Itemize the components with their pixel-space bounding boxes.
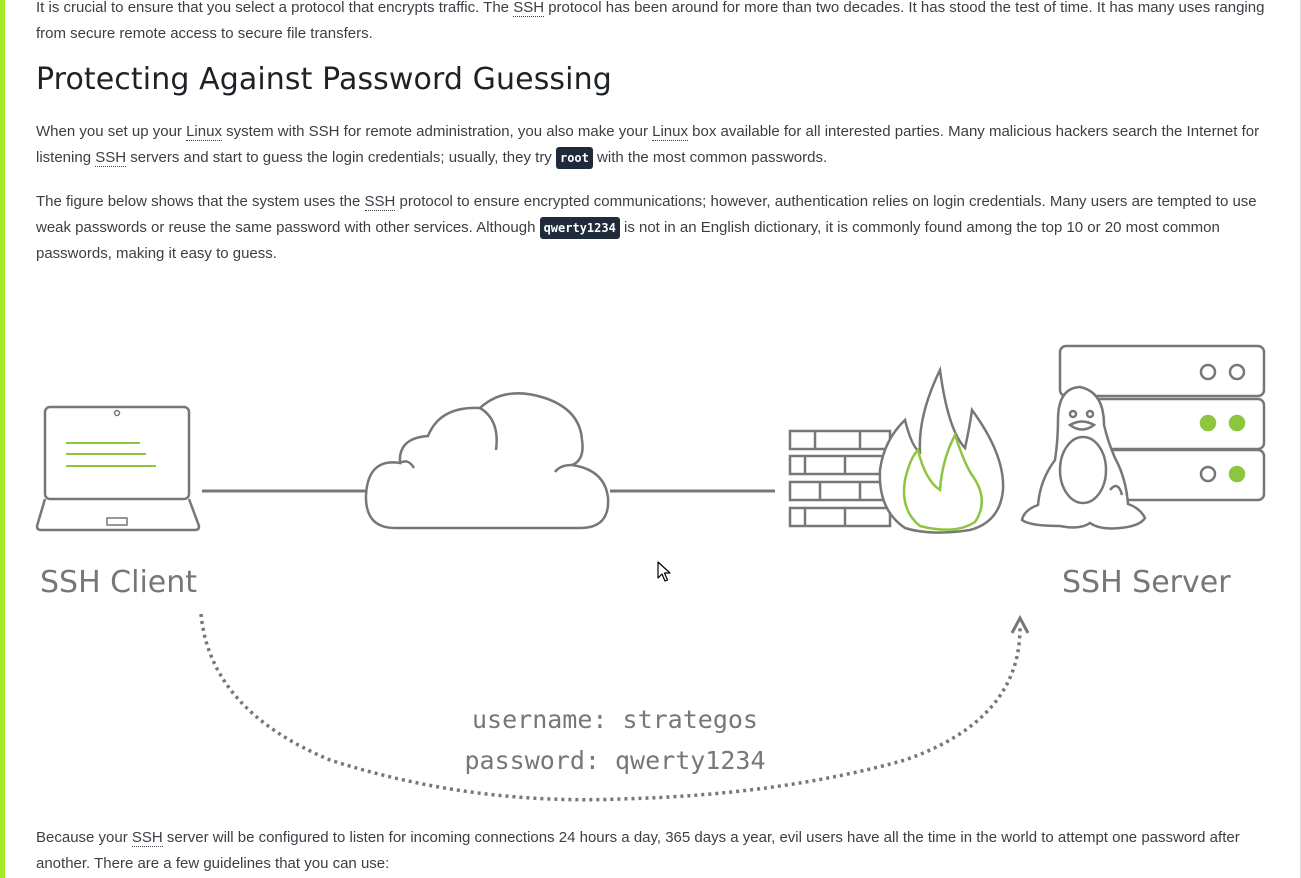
cursor-icon <box>657 561 671 582</box>
cloud-icon <box>364 392 610 530</box>
credential-username: username: strategos <box>472 705 758 734</box>
linux-abbr[interactable]: Linux <box>652 123 688 141</box>
credential-arc <box>199 613 1022 802</box>
ssh-abbr[interactable]: SSH <box>95 149 127 167</box>
ssh-abbr[interactable]: SSH <box>364 193 396 211</box>
intro-paragraph: It is crucial to ensure that you select … <box>36 0 1265 42</box>
firewall-icon <box>788 429 892 528</box>
section-heading: Protecting Against Password Guessing <box>36 62 612 97</box>
server-rack-icon <box>1058 344 1266 502</box>
ssh-abbr[interactable]: SSH <box>131 829 163 847</box>
paragraph-guidelines: Because your SSH server will be configur… <box>36 829 1240 872</box>
figure-svg: SSH Client SSH Server username: stratego… <box>35 344 1266 802</box>
flame-icon <box>878 365 1005 534</box>
paragraph-password-guessing: When you set up your Linux system with S… <box>36 119 1266 171</box>
ssh-password-figure: SSH Client SSH Server username: stratego… <box>0 330 1301 810</box>
arrow-head-icon <box>1010 614 1030 634</box>
ssh-server-label: SSH Server <box>1062 565 1231 600</box>
accent-bar <box>0 0 5 878</box>
tux-icon <box>1020 385 1147 530</box>
linux-abbr[interactable]: Linux <box>186 123 222 141</box>
inline-code-root: root <box>555 147 593 169</box>
laptop-icon <box>35 405 201 532</box>
ssh-client-label: SSH Client <box>40 565 197 600</box>
paragraph-figure-intro: The figure below shows that the system u… <box>36 193 1257 262</box>
credential-password: password: qwerty1234 <box>464 746 765 775</box>
ssh-abbr[interactable]: SSH <box>513 0 545 17</box>
inline-code-qwerty: qwerty1234 <box>539 217 620 239</box>
